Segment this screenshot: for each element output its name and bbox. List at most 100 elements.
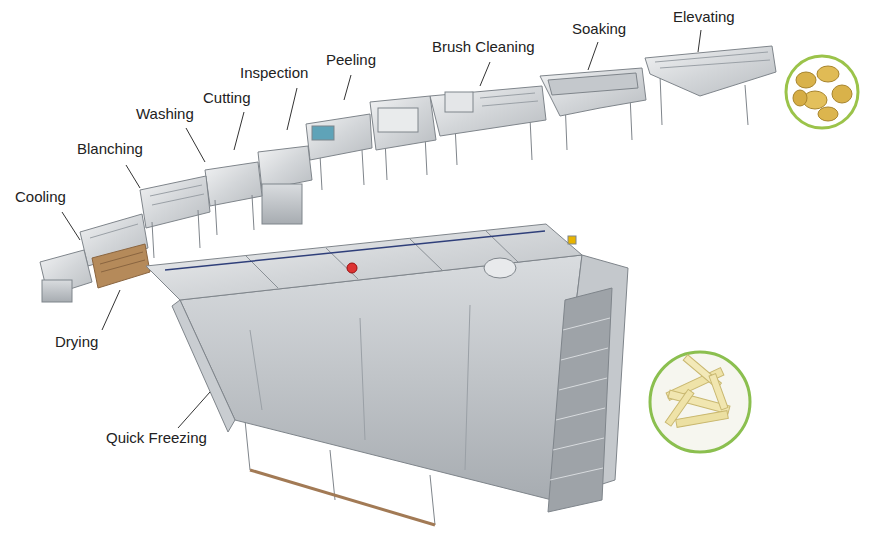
station-label-wrap: Quick Freezing xyxy=(106,429,207,446)
leader-lines xyxy=(62,30,701,428)
fries-inset xyxy=(709,374,728,410)
freezer-tunnel xyxy=(561,348,608,360)
lower-machines xyxy=(205,162,262,206)
station-label-wrap: Peeling xyxy=(326,51,376,68)
upper-machines xyxy=(660,75,662,125)
freezer-tunnel xyxy=(553,438,604,450)
station-label-wrap: Cutting xyxy=(203,89,251,106)
station-label: Inspection xyxy=(240,64,308,81)
leader-lines xyxy=(102,290,120,330)
lower-machines xyxy=(101,260,145,272)
station-label-wrap: Blanching xyxy=(77,140,143,157)
potato-inset xyxy=(786,56,858,128)
station-label-wrap: Cooling xyxy=(15,188,66,205)
station-label: Cutting xyxy=(203,89,251,106)
fries-inset xyxy=(676,411,729,428)
freezer-tunnel xyxy=(250,470,435,525)
upper-machines xyxy=(745,85,748,125)
upper-machines xyxy=(482,101,538,106)
station-label: Blanching xyxy=(77,140,143,157)
upper-machines xyxy=(548,73,638,95)
fries-inset xyxy=(650,352,750,452)
lower-machines xyxy=(92,244,150,288)
upper-machines xyxy=(370,96,436,150)
station-label-wrap: Washing xyxy=(136,105,194,122)
station-label-wrap: Brush Cleaning xyxy=(432,38,535,55)
lower-machines xyxy=(252,195,254,230)
lower-machines xyxy=(215,200,217,235)
upper-machines xyxy=(306,46,776,190)
leader-lines xyxy=(62,212,80,240)
potato-inset xyxy=(796,72,816,88)
potato-inset xyxy=(793,90,807,106)
freezer-tunnel xyxy=(430,475,435,525)
leader-lines xyxy=(480,62,490,86)
station-label-wrap: Elevating xyxy=(673,8,735,25)
leader-lines xyxy=(234,112,244,150)
potato-inset xyxy=(832,85,852,103)
upper-machines xyxy=(480,93,535,98)
upper-machines xyxy=(362,150,364,185)
leader-lines xyxy=(344,75,351,100)
station-label: Peeling xyxy=(326,51,376,68)
freezer-tunnel xyxy=(146,224,628,525)
leader-lines xyxy=(588,42,598,70)
fries-inset xyxy=(650,352,750,452)
fries-inset xyxy=(665,389,694,426)
station-label: Brush Cleaning xyxy=(432,38,535,55)
upper-machines xyxy=(645,46,776,96)
leader-lines xyxy=(186,128,205,162)
freezer-tunnel xyxy=(548,288,612,512)
upper-machines xyxy=(312,126,334,140)
leader-lines xyxy=(126,165,140,188)
freezer-tunnel xyxy=(484,258,516,278)
station-label: Elevating xyxy=(673,8,735,25)
freezer-tunnel xyxy=(465,305,470,470)
freezer-tunnel xyxy=(360,318,365,440)
upper-machines xyxy=(378,108,418,132)
station-label: Cooling xyxy=(15,188,66,205)
lower-machines xyxy=(152,194,204,205)
lower-machines xyxy=(42,280,72,302)
freezer-tunnel xyxy=(563,318,610,330)
freezer-tunnel xyxy=(245,420,250,470)
lower-machines xyxy=(152,222,154,258)
station-label: Soaking xyxy=(572,20,626,37)
upper-machines xyxy=(445,92,473,112)
upper-machines xyxy=(530,118,532,160)
station-label: Washing xyxy=(136,105,194,122)
lower-machines xyxy=(150,185,202,196)
station-label-wrap: Inspection xyxy=(240,64,308,81)
freezer-tunnel xyxy=(172,300,235,432)
freezer-tunnel xyxy=(559,378,607,390)
leader-lines xyxy=(178,392,210,428)
upper-machines xyxy=(660,60,770,68)
leader-lines xyxy=(287,88,297,130)
station-label-wrap: Drying xyxy=(55,333,98,350)
upper-machines xyxy=(306,114,372,160)
freezer-tunnel xyxy=(568,236,576,244)
potato-inset xyxy=(786,56,858,128)
freezer-tunnel xyxy=(347,263,357,273)
lower-machines xyxy=(258,146,312,190)
freezer-tunnel xyxy=(146,224,582,300)
lower-machines xyxy=(262,184,302,224)
station-label: Drying xyxy=(55,333,98,350)
lower-machines xyxy=(140,176,210,228)
potato-inset xyxy=(817,66,839,82)
upper-machines xyxy=(655,52,768,62)
freezer-tunnel xyxy=(250,330,262,410)
freezer-tunnel xyxy=(550,468,603,480)
upper-machines xyxy=(540,68,646,116)
lower-machines xyxy=(90,224,138,238)
upper-machines xyxy=(430,86,546,136)
leader-lines xyxy=(698,30,701,52)
station-label-wrap: Soaking xyxy=(572,20,626,37)
station-label: Quick Freezing xyxy=(106,429,207,446)
lower-machines xyxy=(198,210,200,248)
freezer-tunnel xyxy=(556,408,605,420)
upper-machines xyxy=(320,155,322,190)
potato-inset xyxy=(818,107,838,121)
